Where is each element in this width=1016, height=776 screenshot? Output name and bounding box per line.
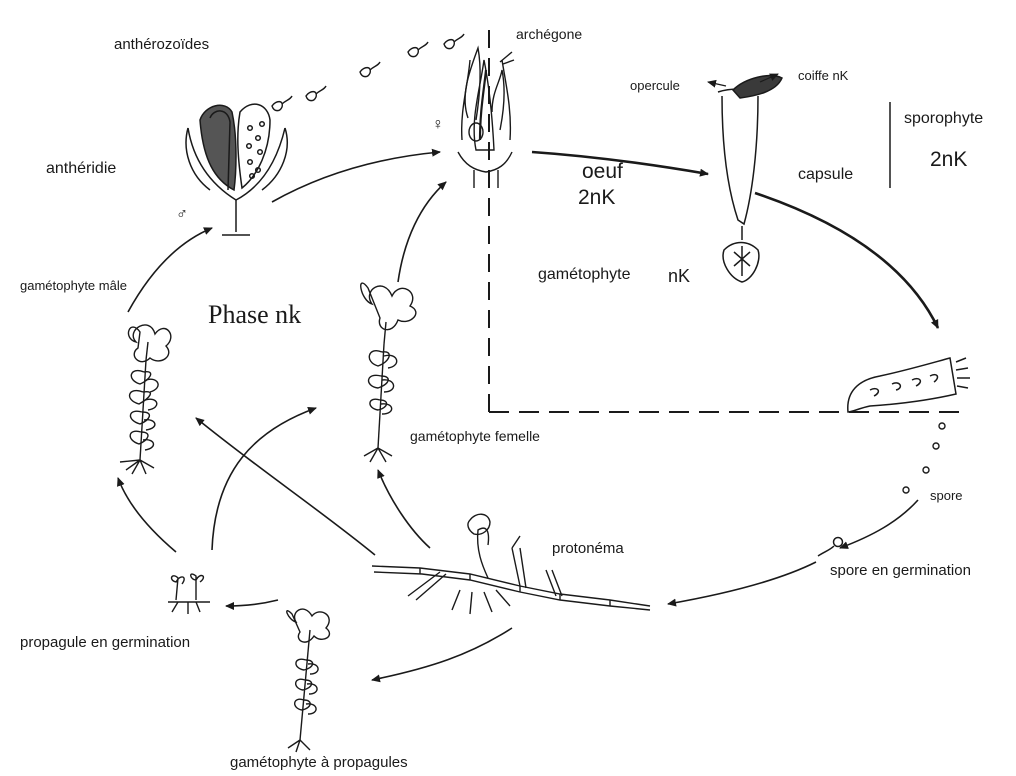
antheridia-drawing xyxy=(186,104,287,235)
label-spore-germination: spore en germination xyxy=(830,562,971,579)
sporophyte-drawing xyxy=(708,74,782,282)
label-coiffe: coiffe nK xyxy=(798,68,848,83)
label-antheridie: anthéridie xyxy=(46,160,116,178)
arrow-spore-to-germination xyxy=(840,500,918,548)
label-antherozoides: anthérozoïdes xyxy=(114,36,209,53)
open-capsule-drawing xyxy=(848,358,970,412)
label-gametophyte: gamétophyte xyxy=(538,266,631,284)
arrow-protonema-to-male xyxy=(196,418,375,555)
female-symbol: ♀ xyxy=(432,116,444,134)
label-gametophyte-femelle: gamétophyte femelle xyxy=(410,428,540,444)
label-opercule: opercule xyxy=(630,78,680,93)
arrow-propagule-germination-to-male xyxy=(118,478,176,552)
label-oeuf: oeuf xyxy=(582,160,623,184)
label-sporophyte: sporophyte xyxy=(904,110,983,128)
antherozoids-drawing xyxy=(272,34,464,111)
label-capsule: capsule xyxy=(798,166,853,184)
arrow-male-to-antheridia xyxy=(128,228,212,312)
arrow-propagule-to-female xyxy=(212,408,316,550)
male-gametophyte-drawing xyxy=(120,325,171,474)
cycle-arrows xyxy=(118,152,938,680)
archegonia-drawing xyxy=(458,48,514,188)
label-protonema: protonéma xyxy=(552,540,624,557)
label-sporophyte-ploidy: 2nK xyxy=(930,148,967,172)
label-spore: spore xyxy=(930,488,963,503)
label-gametophyte-male: gamétophyte mâle xyxy=(20,278,127,293)
female-gametophyte-drawing xyxy=(361,283,416,462)
male-symbol: ♂ xyxy=(176,206,188,224)
arrow-germination-to-protonema xyxy=(668,562,816,604)
propagule-gametophyte-drawing xyxy=(287,609,330,752)
arrow-capsule-to-spores xyxy=(755,193,938,328)
label-propagule-germination: propagule en germination xyxy=(20,634,190,651)
germinating-propagule-drawing xyxy=(168,574,210,614)
label-phase: Phase nk xyxy=(208,300,301,330)
sporophyte-boundary xyxy=(489,30,962,412)
label-gametophyte-propagules: gamétophyte à propagules xyxy=(230,754,408,771)
label-oeuf-ploidy: 2nK xyxy=(578,186,615,210)
label-gametophyte-ploidy: nK xyxy=(668,266,690,287)
arrow-protonema-to-female xyxy=(378,470,430,548)
protonema-drawing xyxy=(372,514,650,614)
arrow-protonema-to-propagule-gametophyte xyxy=(372,628,512,680)
label-archegone: archégone xyxy=(516,26,582,42)
arrow-propagule-gametophyte-to-germination xyxy=(226,600,278,606)
spores-drawing xyxy=(903,423,945,493)
arrow-antheridia-to-archegonia xyxy=(272,152,440,202)
germinating-spore-drawing xyxy=(818,538,843,557)
arrow-female-to-archegonia xyxy=(398,182,446,282)
